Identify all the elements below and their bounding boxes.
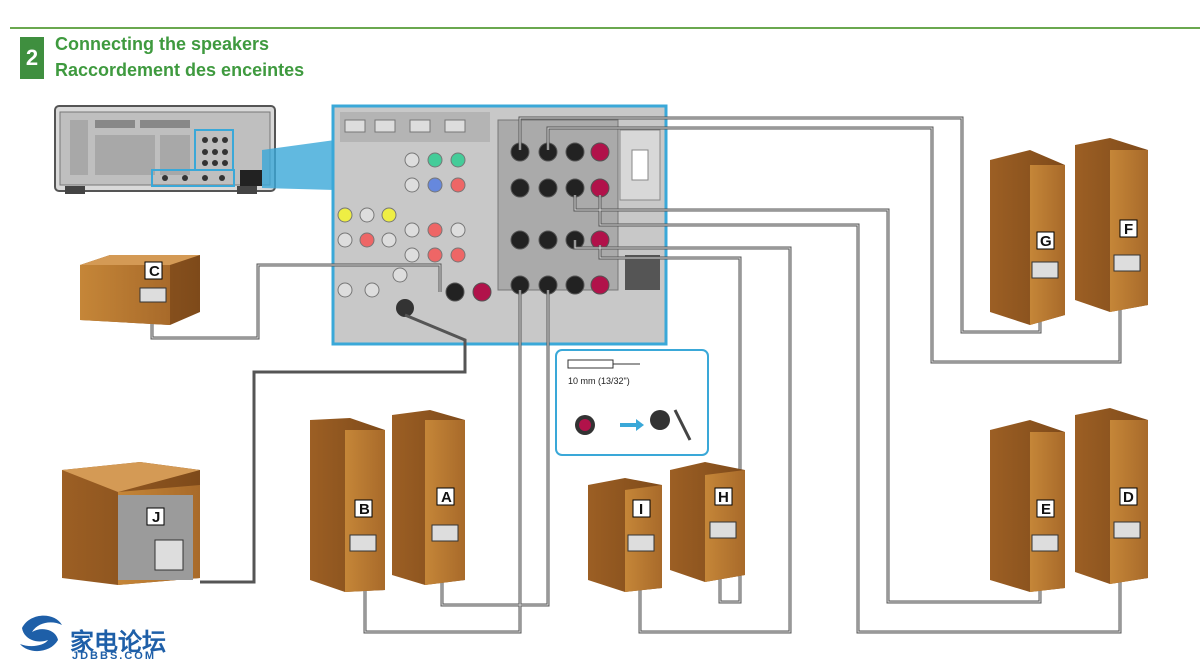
watermark-name: 家电论坛	[70, 628, 166, 656]
speaker-label-h: H	[718, 489, 729, 506]
speaker-label-d: D	[1123, 489, 1134, 506]
strip-length-label: 10 mm (13/32")	[568, 376, 630, 386]
watermark-domain: JDBBS.COM	[72, 650, 157, 662]
speaker-h: H	[670, 462, 745, 582]
section-title-fr: Raccordement des enceintes	[55, 60, 305, 80]
watermark-logo-icon	[20, 615, 62, 652]
section-title-en: Connecting the speakers	[55, 34, 270, 54]
speaker-wires-inner	[151, 117, 1121, 633]
speaker-label-b: B	[359, 501, 370, 518]
rear-panel-zoom	[331, 104, 668, 346]
speaker-label-a: A	[441, 489, 452, 506]
speaker-g: G	[990, 150, 1065, 325]
speaker-b: B	[310, 418, 385, 592]
speaker-c: C	[80, 255, 200, 325]
speaker-f: F	[1075, 138, 1148, 312]
speaker-i: I	[588, 478, 662, 592]
speaker-label-f: F	[1124, 221, 1133, 238]
step-badge: 2	[20, 37, 44, 79]
speaker-label-g: G	[1040, 233, 1052, 250]
speaker-label-i: I	[639, 501, 643, 518]
wire-strip-inset: 10 mm (13/32")	[555, 349, 709, 456]
speaker-a: A	[392, 410, 465, 585]
receiver-overview	[54, 105, 335, 194]
speaker-e: E	[990, 420, 1065, 592]
speaker-label-j: J	[152, 509, 160, 526]
header-rule	[10, 27, 1200, 29]
speaker-d: D	[1075, 408, 1148, 584]
speaker-label-e: E	[1041, 501, 1051, 518]
speaker-label-c: C	[149, 263, 160, 280]
speaker-j: J	[62, 462, 200, 585]
